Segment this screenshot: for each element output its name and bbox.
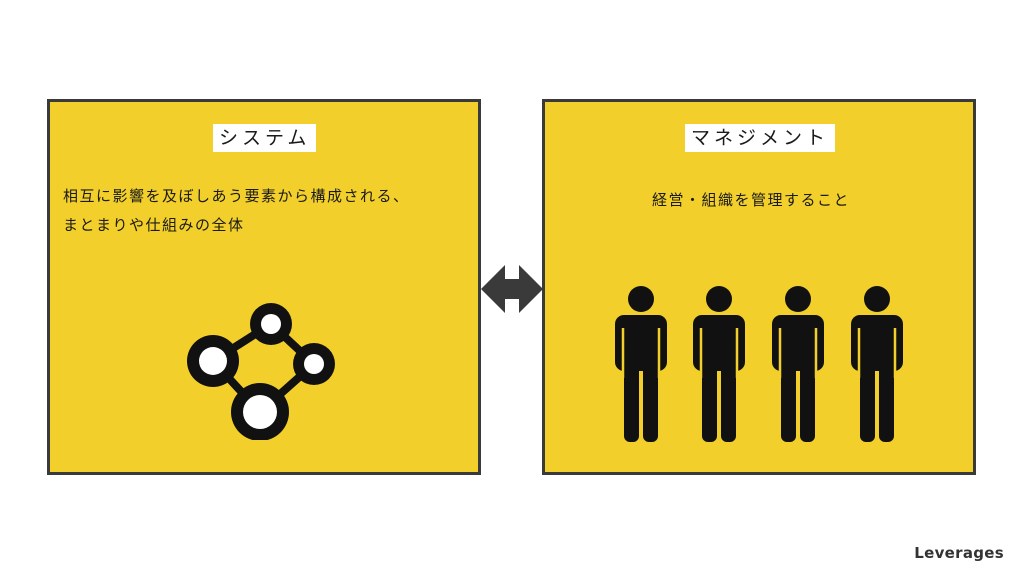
system-title: システム — [213, 124, 317, 152]
person-icon — [613, 286, 669, 446]
person-icon — [691, 286, 747, 446]
person-icon — [849, 286, 905, 446]
system-description: 相互に影響を及ぼしあう要素から構成される、 まとまりや仕組みの全体 — [63, 182, 473, 240]
group-of-people-icon — [613, 286, 905, 446]
system-panel: システム 相互に影響を及ぼしあう要素から構成される、 まとまりや仕組みの全体 — [47, 99, 481, 475]
person-icon — [770, 286, 826, 446]
system-description-line-2: まとまりや仕組みの全体 — [63, 216, 245, 234]
double-headed-arrow-icon — [481, 265, 543, 313]
network-graph-icon — [187, 303, 335, 440]
management-description: 経営・組織を管理すること — [652, 191, 851, 209]
management-title: マネジメント — [685, 124, 836, 152]
management-panel: マネジメント 経営・組織を管理すること — [542, 99, 976, 475]
brand-logo: Leverages — [914, 544, 1004, 562]
system-description-line-1: 相互に影響を及ぼしあう要素から構成される、 — [63, 187, 410, 205]
